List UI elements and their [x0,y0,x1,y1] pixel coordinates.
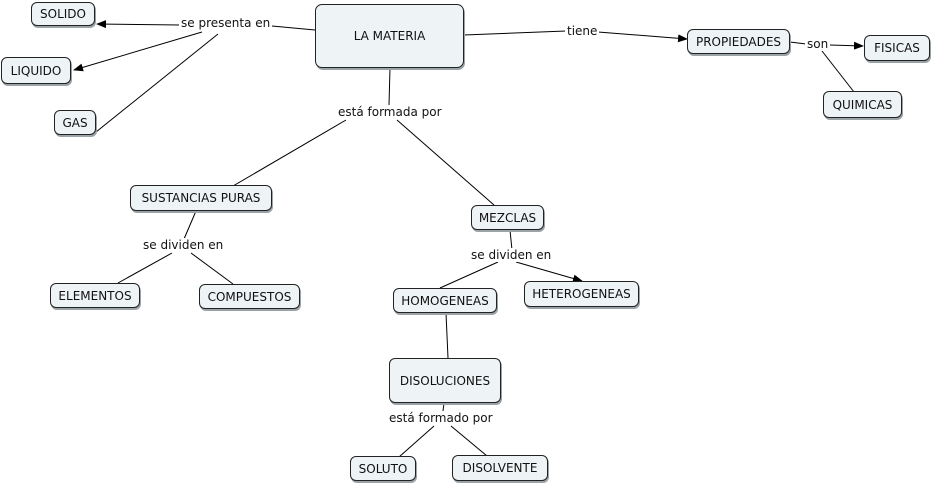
link-formada-sustancias [232,119,347,187]
link-dividen-heterogeneas [515,261,583,283]
link-sustancias-dividen [183,210,197,240]
concept-compuestos[interactable]: COMPUESTOS [199,284,300,309]
concept-solido[interactable]: SOLIDO [31,2,95,26]
link-disoluciones-formado [442,402,445,412]
link-materia-formada [388,67,391,106]
linking-phrase-esta-formado-por: está formado por [387,411,495,425]
link-tiene-propiedades [597,31,688,43]
concept-homogeneas[interactable]: HOMOGENEAS [393,288,497,313]
link-homogeneas-disoluciones [445,312,449,359]
concept-liquido[interactable]: LIQUIDO [1,57,71,84]
concept-sustancias-puras[interactable]: SUSTANCIAS PURAS [130,185,272,211]
link-materia-se-presenta [271,25,316,31]
concept-disoluciones[interactable]: DISOLUCIONES [389,358,501,403]
link-formada-mezclas [396,119,495,206]
linking-phrase-esta-formada-por: está formada por [336,105,444,119]
link-formado-disolvente [450,425,488,457]
linking-phrase-se-presenta-en: se presenta en [179,16,273,30]
link-son-fisicas [829,41,864,50]
concept-gas[interactable]: GAS [54,110,96,135]
link-se-presenta-solido [96,20,181,29]
concept-soluto[interactable]: SOLUTO [350,456,416,481]
linking-phrase-son: son [805,37,831,51]
concept-elementos[interactable]: ELEMENTOS [50,283,140,308]
linking-phrase-se-dividen-en-mezclas: se dividen en [469,248,554,262]
concept-mezclas[interactable]: MEZCLAS [471,205,544,230]
linking-phrase-tiene: tiene [565,24,600,38]
concept-quimicas[interactable]: QUIMICAS [823,91,902,118]
concept-heterogeneas[interactable]: HETEROGENEAS [524,281,639,307]
link-dividen-compuestos [190,252,234,285]
concept-disolvente[interactable]: DISOLVENTE [452,455,548,481]
link-propiedades-son [789,41,807,45]
link-dividen-elementos [117,252,173,284]
link-se-presenta-liquido [73,31,203,72]
concept-propiedades[interactable]: PROPIEDADES [687,29,790,54]
link-mezclas-dividen [509,229,513,251]
link-se-presenta-gas [95,33,219,133]
link-dividen-homogeneas [439,261,499,289]
linking-phrase-se-dividen-en-sustancias: se dividen en [141,238,226,252]
concept-fisicas[interactable]: FISICAS [864,35,930,61]
concept-la-materia[interactable]: LA MATERIA [315,4,464,68]
link-materia-tiene [463,30,567,36]
link-son-quimicas [821,50,855,93]
link-formado-soluto [398,425,435,458]
